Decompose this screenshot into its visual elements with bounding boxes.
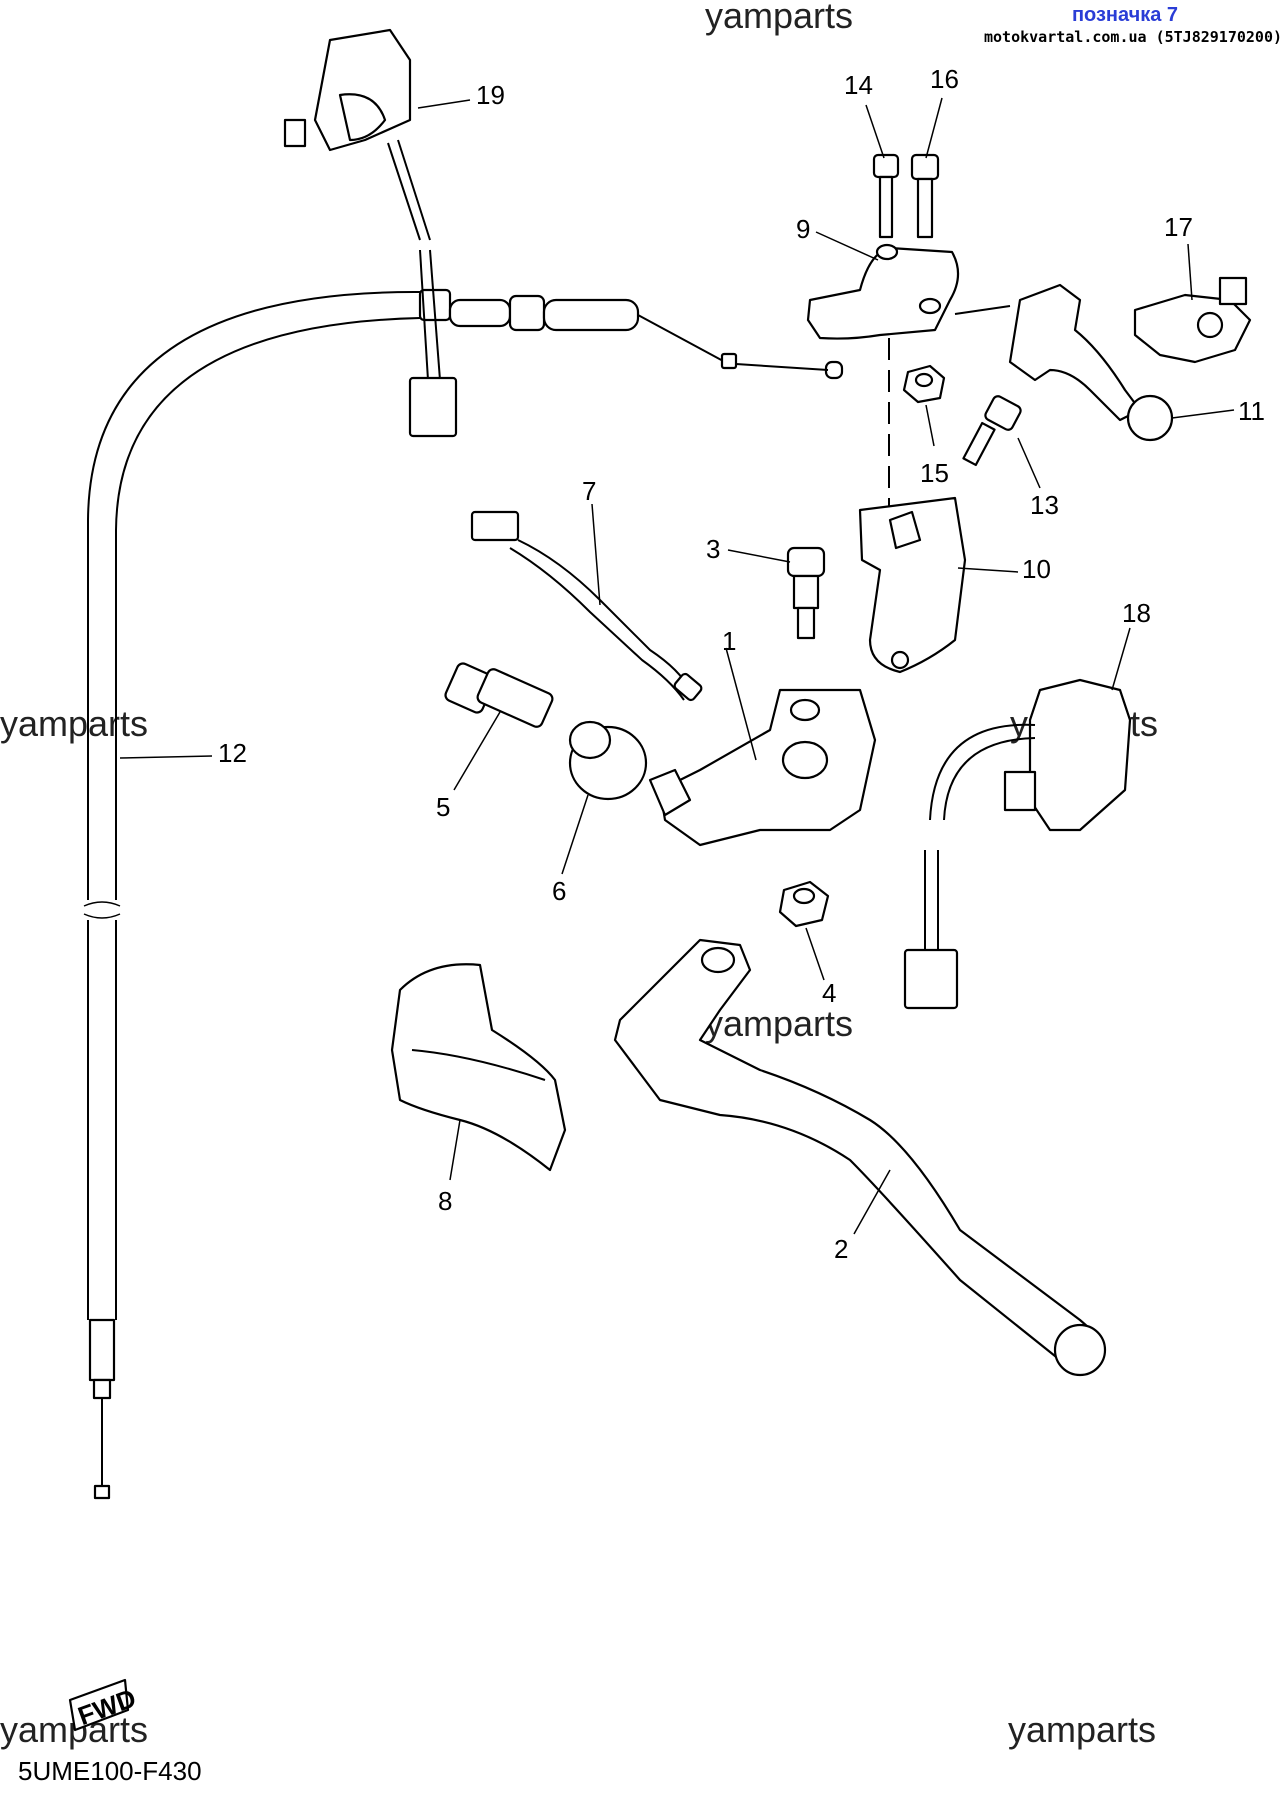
- adjuster-ring-6: [568, 720, 648, 801]
- clutch-switch-wire: [470, 510, 703, 702]
- callout-2: 2: [834, 1234, 848, 1264]
- header-reference: motokvartal.com.ua (5TJ829170200): [983, 28, 1282, 46]
- clutch-lever-2: [613, 938, 1107, 1377]
- callout-3: 3: [706, 534, 720, 564]
- callout-17: 17: [1164, 212, 1193, 242]
- lever-guard-8: [390, 963, 567, 1172]
- bolt-14: [872, 153, 900, 239]
- watermark-left: yamparts: [0, 703, 148, 744]
- clutch-cable: [83, 288, 844, 1500]
- bolt-16: [910, 153, 940, 239]
- callout-10: 10: [1022, 554, 1051, 584]
- callout-5: 5: [436, 792, 450, 822]
- kill-switch-part: [903, 678, 1132, 1010]
- callout-4: 4: [822, 978, 836, 1008]
- hot-start-lever: [1008, 283, 1174, 442]
- leader-lines: [119, 97, 1235, 1235]
- callout-15: 15: [920, 458, 949, 488]
- callout-1: 1: [722, 626, 736, 656]
- adjuster-bolt-5: [444, 662, 554, 728]
- callout-12: 12: [218, 738, 247, 768]
- holder-9: [806, 243, 1011, 340]
- callout-7: 7: [582, 476, 596, 506]
- diagram-code: 5UME100-F430: [18, 1756, 202, 1786]
- callout-18: 18: [1122, 598, 1151, 628]
- callout-13: 13: [1030, 490, 1059, 520]
- callout-11: 11: [1238, 396, 1265, 426]
- callout-14: 14: [844, 70, 873, 100]
- nut-15: [902, 364, 946, 404]
- callout-9: 9: [796, 214, 810, 244]
- holder-10: [858, 496, 967, 674]
- lever-holder-1: [648, 688, 877, 847]
- watermark-bottom-right: yamparts: [1008, 1709, 1156, 1750]
- start-switch-part: [283, 28, 458, 438]
- callout-6: 6: [552, 876, 566, 906]
- callout-19: 19: [476, 80, 505, 110]
- watermark-top: yamparts: [705, 0, 853, 36]
- callout-8: 8: [438, 1186, 452, 1216]
- lever-bracket-17: [1133, 276, 1252, 364]
- nut-4: [778, 880, 830, 928]
- watermark-center: yamparts: [705, 1003, 853, 1044]
- screw-13: [962, 395, 1022, 467]
- header-label: позначка 7: [1071, 4, 1179, 26]
- callout-16: 16: [930, 64, 959, 94]
- bolt-3: [786, 546, 826, 640]
